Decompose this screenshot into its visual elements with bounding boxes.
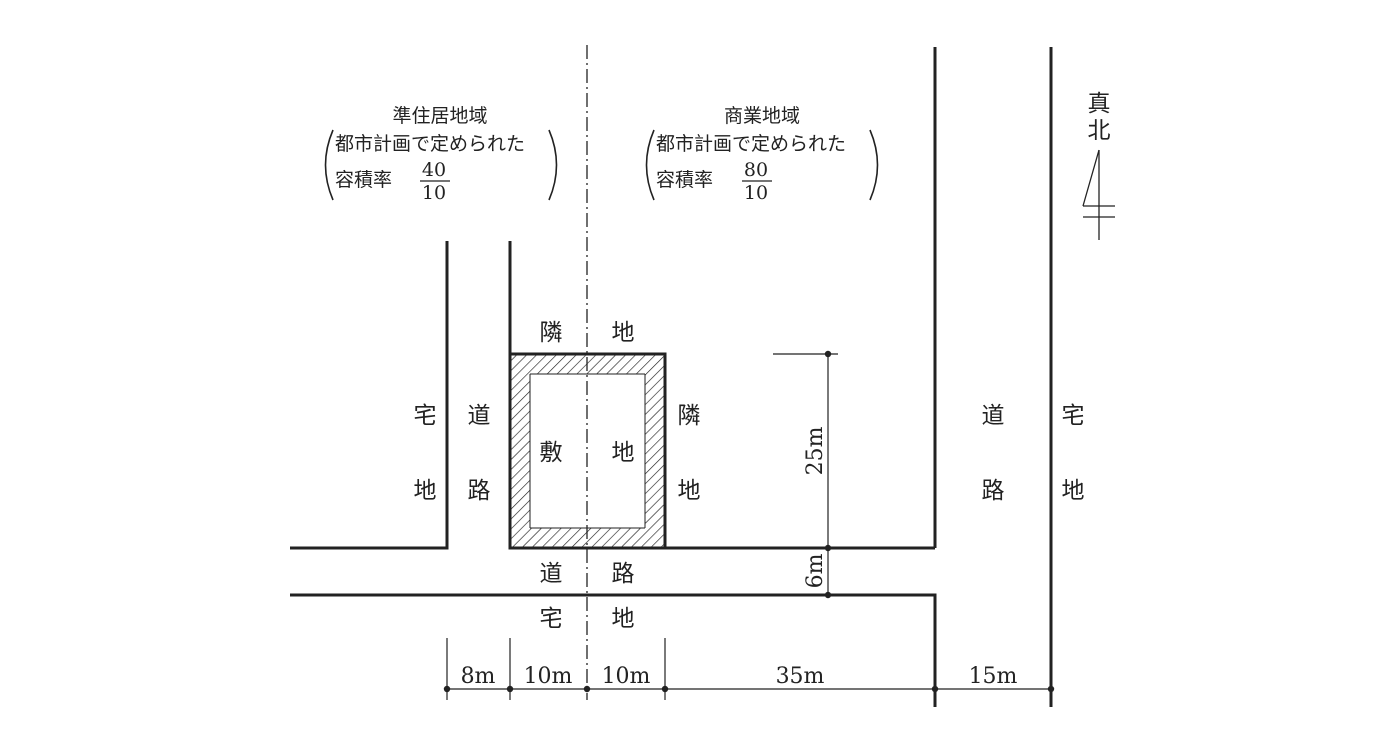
- far-left-lot-label-top: 宅: [414, 403, 437, 429]
- left-road-west-edge: [290, 241, 449, 550]
- dim-site-west-half: 10m: [524, 664, 573, 689]
- zone-left-note: 都市計画で定められた: [335, 133, 525, 155]
- zone-right-far-label: 容積率: [656, 169, 713, 191]
- site-outline: [508, 352, 667, 550]
- zone-right-name: 商業地域: [724, 105, 800, 127]
- north-label-top: 真: [1088, 91, 1111, 117]
- zone-right-far-denominator: 10: [744, 182, 768, 204]
- dim-south-road-width: 6m: [803, 553, 828, 588]
- far-right-lot-label-top: 宅: [1062, 403, 1085, 429]
- dim-gap-to-right-road: 35m: [776, 664, 825, 689]
- east-neighbor-label-top: 隣: [678, 403, 701, 429]
- zone-left-paren-close: [548, 129, 558, 201]
- zone-left-annotation: 準住居地域 都市計画で定められた 容積率 40 10: [324, 105, 558, 204]
- zone-left-far-denominator: 10: [422, 182, 446, 204]
- zone-left-far-label: 容積率: [335, 169, 392, 191]
- site-hatch: [510, 354, 665, 548]
- dim-site-depth: 25m: [803, 426, 828, 475]
- far-right-lot-label-bottom: 地: [1062, 478, 1085, 504]
- dim-site-east-half: 10m: [602, 664, 651, 689]
- north-label-bottom: 北: [1088, 118, 1111, 144]
- right-road-label-top: 道: [982, 403, 1005, 429]
- far-left-lot-label-bottom: 地: [414, 478, 437, 504]
- right-road-label-bottom: 路: [982, 478, 1005, 504]
- zone-left-far-numerator: 40: [422, 159, 446, 181]
- site-label-right: 地: [612, 440, 635, 466]
- south-lot-label-left: 宅: [540, 606, 563, 632]
- road-edges: [290, 47, 1053, 707]
- south-road-label-right: 路: [612, 561, 635, 587]
- south-road-south-edge: [290, 593, 937, 707]
- zone-right-note: 都市計画で定められた: [656, 133, 846, 155]
- left-road-label-bottom: 路: [468, 478, 491, 504]
- site-label-left: 敷: [540, 440, 563, 466]
- dimension-dots: [443, 685, 1055, 693]
- east-neighbor-label-bottom: 地: [678, 478, 701, 504]
- zone-right-paren-close: [869, 129, 879, 201]
- vertical-dimension-dots: [824, 350, 832, 599]
- zone-right-paren-open: [645, 129, 655, 201]
- zone-right-annotation: 商業地域 都市計画で定められた 容積率 80 10: [645, 105, 879, 204]
- north-neighbor-label-right: 地: [612, 320, 635, 346]
- dim-left-road-width: 8m: [461, 664, 496, 689]
- dim-right-road-width: 15m: [969, 664, 1018, 689]
- north-neighbor-label-left: 隣: [540, 320, 563, 346]
- zone-right-far-numerator: 80: [744, 159, 768, 181]
- north-arrow: 真 北: [1082, 91, 1115, 240]
- left-road-label-top: 道: [468, 403, 491, 429]
- south-lot-label-right: 地: [612, 606, 635, 632]
- zone-left-name: 準住居地域: [392, 105, 487, 127]
- south-road-label-left: 道: [540, 561, 563, 587]
- zone-left-paren-open: [324, 129, 334, 201]
- north-arrow-icon: [1082, 149, 1115, 240]
